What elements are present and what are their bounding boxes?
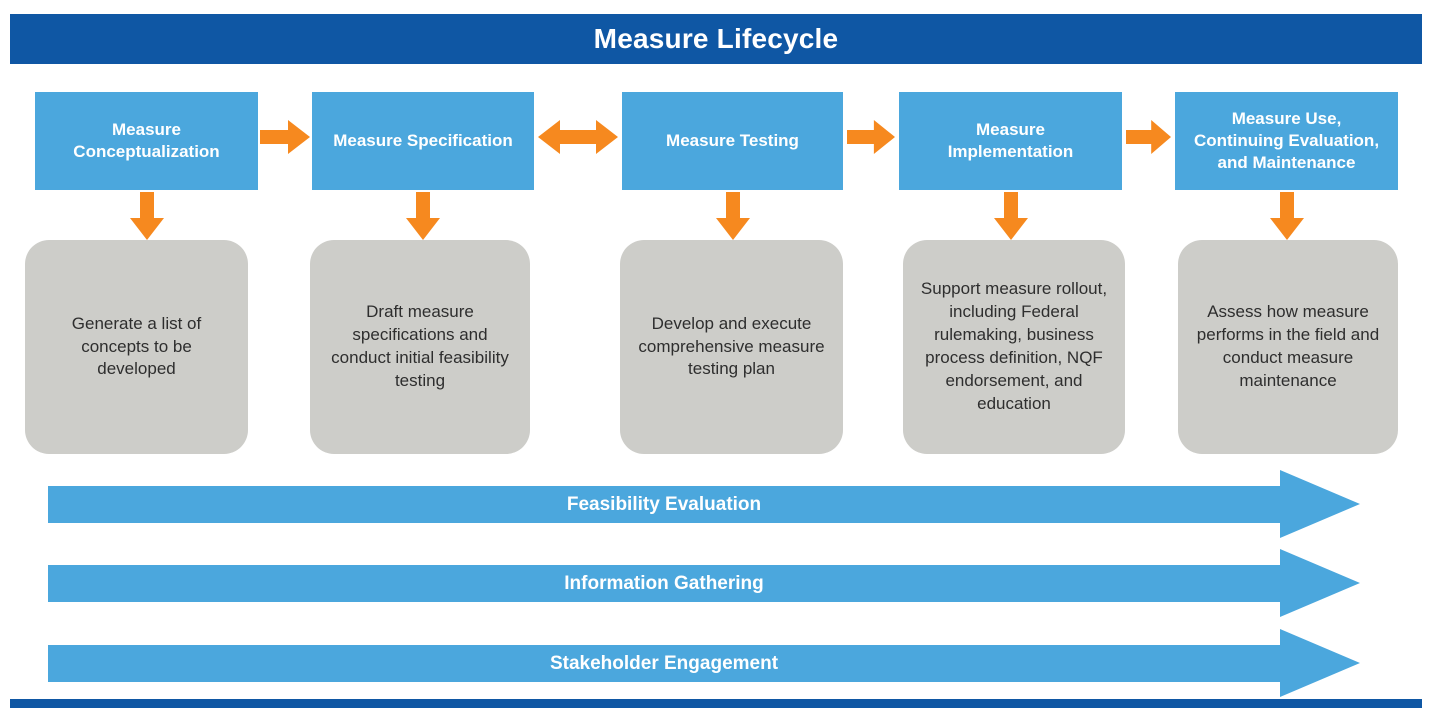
stage-box-specification: Measure Specification	[312, 92, 534, 190]
banner-feasibility-evaluation: Feasibility Evaluation	[48, 486, 1280, 523]
bottom-accent-bar	[10, 699, 1422, 708]
stage-box-testing: Measure Testing	[622, 92, 843, 190]
stage-description: Support measure rollout, including Feder…	[920, 279, 1108, 413]
stage-title: Measure Specification	[333, 131, 513, 151]
banner-arrowhead-icon	[1280, 629, 1360, 697]
stage-description: Generate a list of concepts to be develo…	[71, 313, 202, 379]
stage-description-box: Develop and execute comprehensive measur…	[620, 240, 843, 454]
banner-arrowhead-icon	[1280, 470, 1360, 538]
down-arrow-icon	[1270, 192, 1304, 240]
stage-description: Develop and execute comprehensive measur…	[638, 313, 825, 379]
diagram-title-bar: Measure Lifecycle	[10, 14, 1422, 64]
stage-box-conceptualization: Measure Conceptualization	[35, 92, 258, 190]
stage-box-implementation: Measure Implementation	[899, 92, 1122, 190]
stage-title: Measure Testing	[666, 131, 799, 151]
right-arrow-icon	[260, 120, 310, 154]
stage-title: Measure Implementation	[947, 120, 1074, 161]
banner-label: Feasibility Evaluation	[566, 493, 762, 515]
stage-description: Assess how measure performs in the field…	[1196, 302, 1380, 390]
stage-description: Draft measure specifications and conduct…	[331, 302, 509, 390]
stage-description-box: Assess how measure performs in the field…	[1178, 240, 1398, 454]
down-arrow-icon	[406, 192, 440, 240]
right-arrow-icon	[847, 120, 895, 154]
stage-box-use-maintenance: Measure Use, Continuing Evaluation, and …	[1175, 92, 1398, 190]
down-arrow-icon	[716, 192, 750, 240]
diagram-title: Measure Lifecycle	[593, 23, 839, 54]
stage-title: Measure Use, Continuing Evaluation, and …	[1193, 109, 1380, 172]
banner-stakeholder-engagement: Stakeholder Engagement	[48, 645, 1280, 682]
down-arrow-icon	[994, 192, 1028, 240]
stage-description-box: Generate a list of concepts to be develo…	[25, 240, 248, 454]
banner-label: Stakeholder Engagement	[549, 652, 779, 674]
stage-title: Measure Conceptualization	[73, 120, 220, 161]
double-arrow-icon	[538, 120, 618, 154]
banner-label: Information Gathering	[564, 572, 764, 594]
down-arrow-icon	[130, 192, 164, 240]
stage-description-box: Draft measure specifications and conduct…	[310, 240, 530, 454]
stage-description-box: Support measure rollout, including Feder…	[903, 240, 1125, 454]
right-arrow-icon	[1126, 120, 1171, 154]
banner-arrowhead-icon	[1280, 549, 1360, 617]
banner-information-gathering: Information Gathering	[48, 565, 1280, 602]
